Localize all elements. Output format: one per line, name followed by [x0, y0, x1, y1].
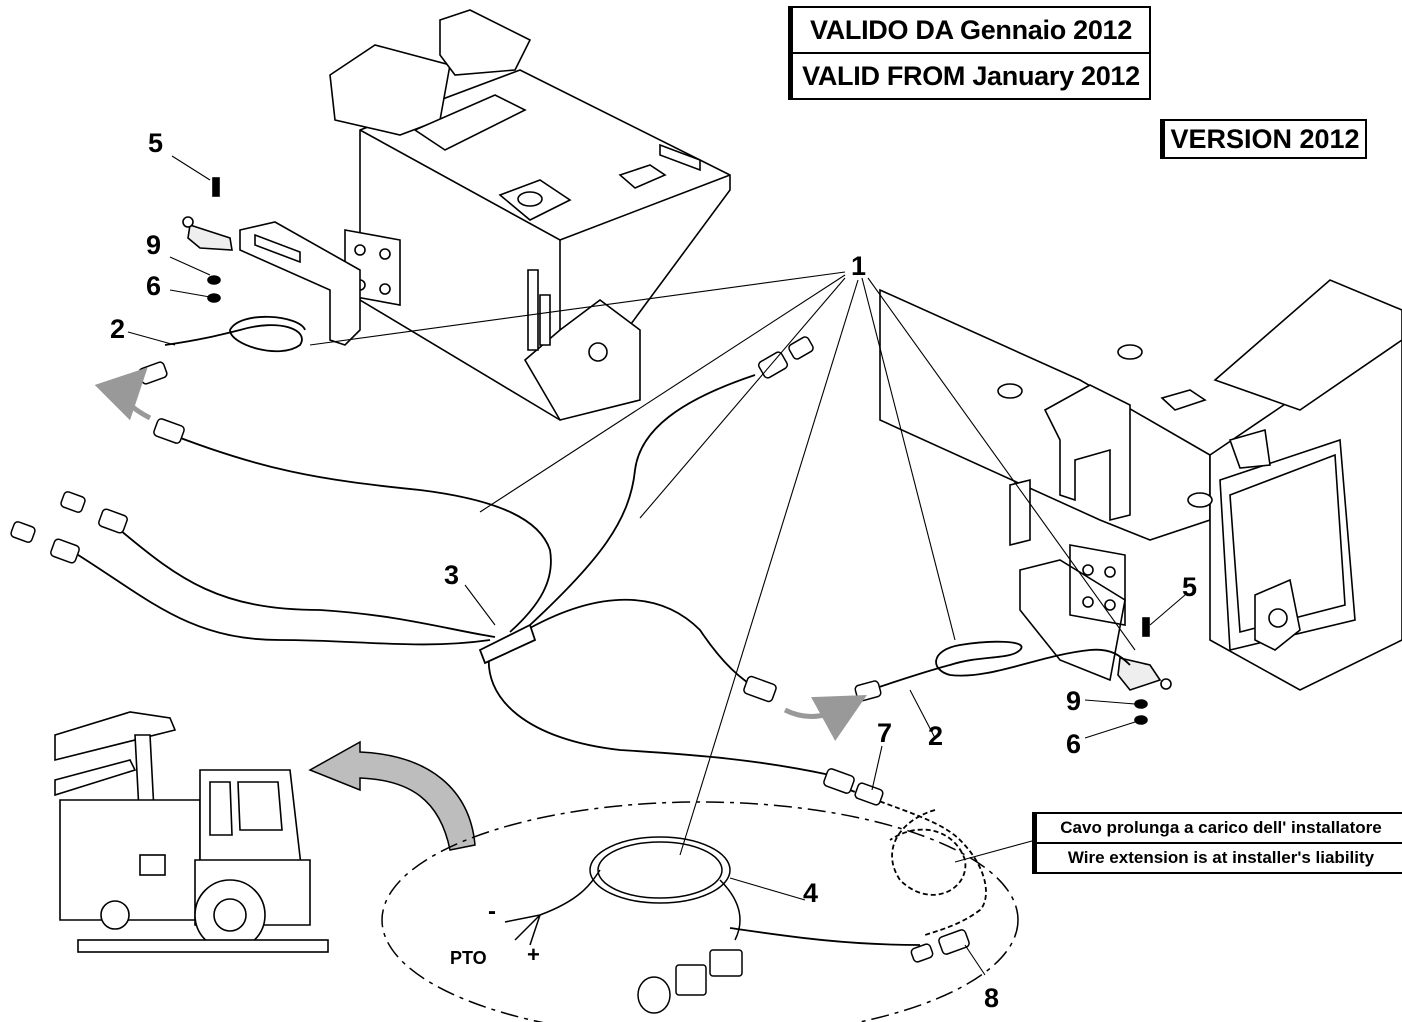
pto-label: PTO [450, 948, 487, 968]
flow-arrows [94, 367, 867, 741]
leader-lines [127, 155, 1186, 976]
callout-5-left: 5 [148, 128, 164, 158]
callout-2-left: 2 [110, 314, 126, 344]
validity-english: VALID FROM January 2012 [793, 52, 1149, 98]
truck-illustration [54, 711, 329, 953]
installer-note-italian: Cavo prolunga a carico dell' installator… [1060, 818, 1382, 837]
connectors [10, 336, 970, 1014]
validity-box: VALIDO DA Gennaio 2012 VALID FROM Januar… [788, 6, 1151, 100]
left-bracket [182, 177, 361, 346]
callout-6-right: 6 [1066, 729, 1082, 759]
callout-7: 7 [877, 718, 893, 748]
callout-8: 8 [984, 983, 1000, 1013]
callout-4: 4 [803, 878, 819, 908]
callout-6-left: 6 [146, 271, 162, 301]
left-chassis-frame [329, 9, 731, 422]
callout-9-right: 9 [1066, 686, 1082, 716]
validity-italian: VALIDO DA Gennaio 2012 [810, 15, 1132, 45]
installer-note-english: Wire extension is at installer's liabili… [1037, 842, 1402, 872]
installer-note-box: Cavo prolunga a carico dell' installator… [1032, 812, 1402, 874]
callout-5-right: 5 [1182, 572, 1198, 602]
install-location-arrow [308, 740, 476, 851]
plus-terminal-label: + [527, 942, 540, 967]
callout-1: 1 [851, 251, 867, 281]
minus-terminal-label: - [488, 898, 496, 925]
detail-view [381, 801, 1019, 1022]
callout-3: 3 [444, 560, 460, 590]
version-box: VERSION 2012 [1160, 119, 1367, 159]
wiring-harness [74, 315, 1131, 946]
right-chassis-frame [879, 279, 1402, 725]
callout-2-right: 2 [928, 721, 944, 751]
callout-9-left: 9 [146, 230, 162, 260]
